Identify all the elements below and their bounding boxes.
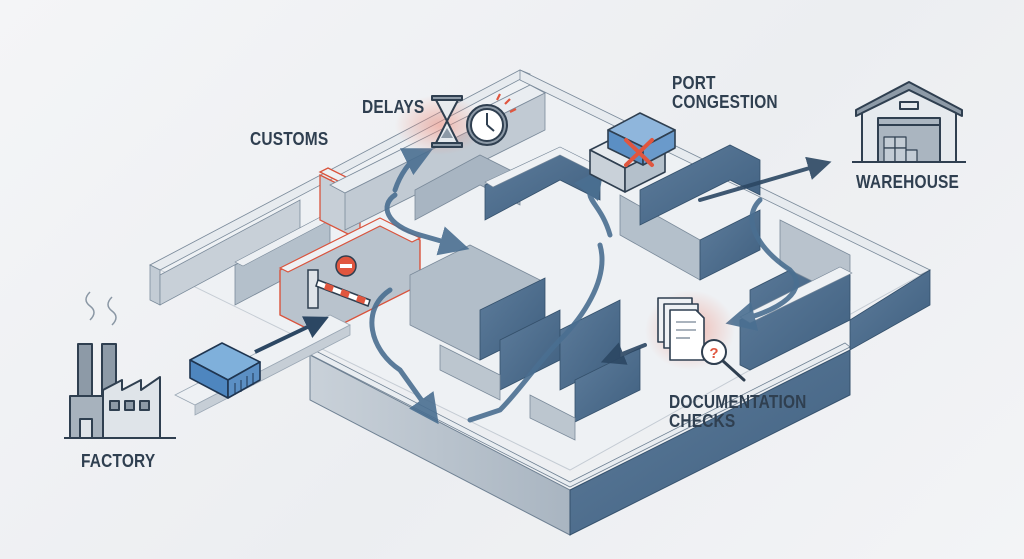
route-arrow xyxy=(467,242,605,423)
warehouse-icon xyxy=(852,81,966,163)
route-arrow xyxy=(369,287,439,425)
documentation-checks-label-line2: CHECKS xyxy=(669,410,736,431)
documentation-checks-label: DOCUMENTATION CHECKS xyxy=(669,393,807,431)
route-arrow xyxy=(392,148,434,193)
barrier-gate-icon xyxy=(307,255,371,309)
route-arrow xyxy=(574,167,613,238)
delays-label: DELAYS xyxy=(362,97,425,117)
shipping-container-icon xyxy=(189,342,261,399)
route-paths xyxy=(369,148,832,425)
port-congestion-label: PORT CONGESTION xyxy=(672,74,778,112)
port-congestion-label-line1: PORT xyxy=(672,73,716,93)
route-arrow xyxy=(600,342,647,365)
delay-glow xyxy=(395,95,485,155)
documentation-checks-label-line1: DOCUMENTATION xyxy=(669,392,807,412)
hourglass-icon xyxy=(431,95,463,148)
warehouse-label: WAREHOUSE xyxy=(856,172,960,192)
factory-icon xyxy=(64,291,176,439)
exit-arrow xyxy=(698,156,832,202)
customs-label: CUSTOMS xyxy=(250,129,329,149)
route-arrow xyxy=(384,192,470,256)
question-mark-glyph: ? xyxy=(709,345,718,362)
factory-label: FACTORY xyxy=(81,451,156,471)
stacked-containers-x-icon xyxy=(589,112,676,193)
port-congestion-label-line2: CONGESTION xyxy=(672,91,778,112)
clock-icon xyxy=(466,93,517,146)
documents-magnifier-icon: ? xyxy=(657,297,746,382)
route-arrow xyxy=(725,197,799,331)
entry-arrow xyxy=(254,316,329,354)
